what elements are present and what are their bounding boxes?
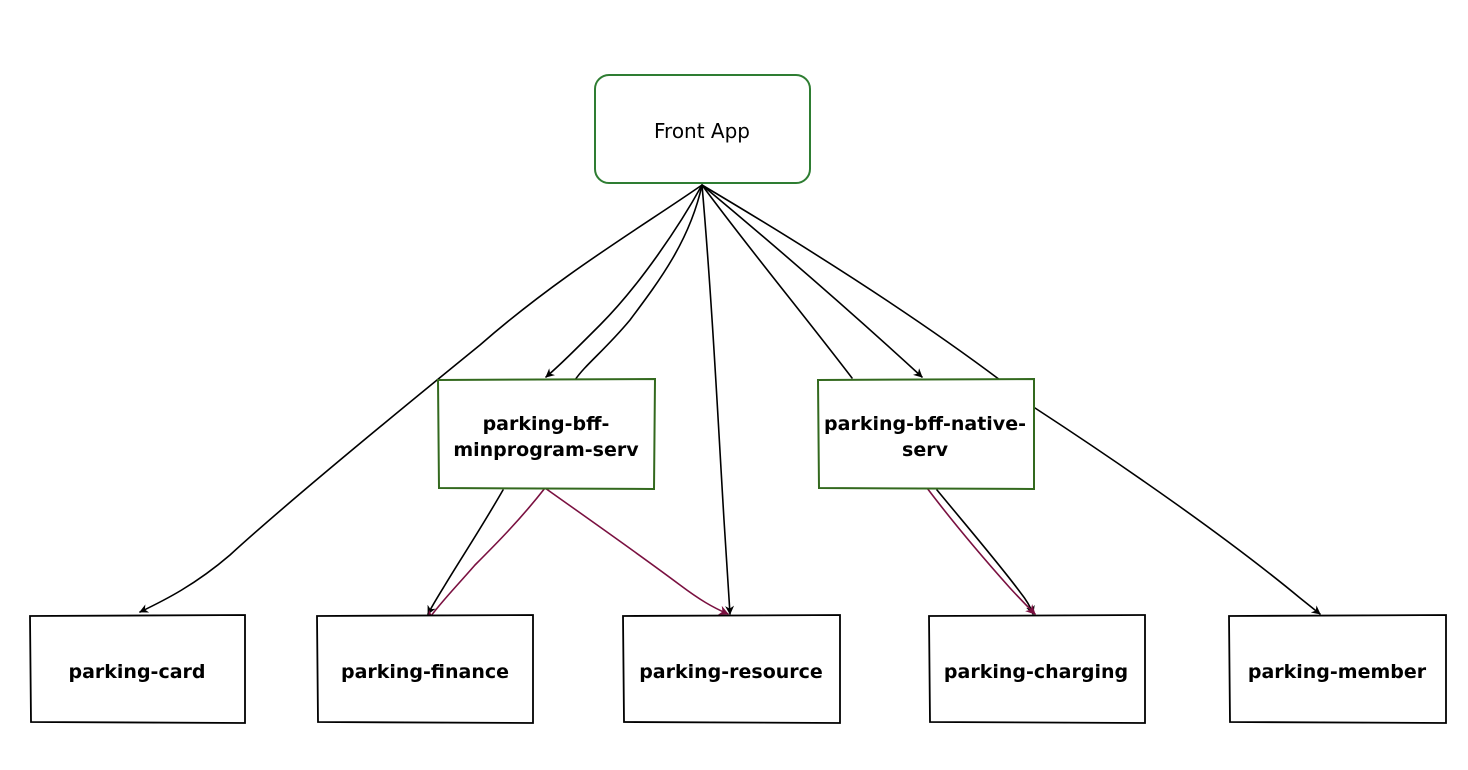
edge-bff-minprogram-to-resource — [544, 487, 729, 615]
parking-finance-node[interactable]: parking-finance — [316, 614, 534, 724]
bff-native-label-line-1: parking-bff-native- — [824, 413, 1026, 435]
bff-native-box — [816, 377, 1035, 491]
edge-front-to-finance-lower — [427, 489, 504, 615]
front-app-box — [594, 74, 811, 184]
edge-front-to-charging — [701, 184, 853, 379]
parking-charging-label: parking-charging — [944, 661, 1128, 683]
parking-member-box — [1228, 614, 1447, 724]
parking-card-box — [29, 614, 246, 724]
front-app-node[interactable]: Front App — [594, 74, 811, 184]
edge-front-to-finance — [574, 184, 703, 381]
bff-minprogram-box — [436, 377, 657, 491]
front-app-label: Front App — [654, 119, 750, 143]
parking-card-node[interactable]: parking-card — [29, 614, 246, 724]
edge-front-to-member-lower — [1034, 407, 1321, 615]
parking-resource-label: parking-resource — [639, 661, 823, 683]
edge-front-to-bff-native — [701, 184, 923, 378]
bff-native-label-line-2: serv — [902, 439, 949, 461]
edge-front-to-bff-minprogram — [545, 184, 703, 378]
parking-resource-box — [622, 614, 841, 724]
parking-member-node[interactable]: parking-member — [1228, 614, 1447, 724]
bff-minprogram-label-line-1: parking-bff- — [483, 413, 610, 435]
parking-member-label: parking-member — [1248, 661, 1427, 683]
edge-bff-minprogram-to-finance — [427, 487, 546, 621]
bff-minprogram-label-line-2: minprogram-serv — [453, 439, 639, 461]
edge-front-to-card — [139, 184, 703, 613]
parking-card-label: parking-card — [68, 661, 205, 683]
edge-front-to-member — [701, 184, 1001, 381]
parking-resource-node[interactable]: parking-resource — [622, 614, 841, 724]
edges — [139, 184, 1321, 621]
bff-minprogram-node[interactable]: parking-bff- minprogram-serv — [436, 377, 657, 491]
edge-front-to-resource — [701, 184, 735, 615]
parking-finance-box — [316, 614, 534, 724]
parking-charging-box — [928, 614, 1146, 724]
parking-charging-node[interactable]: parking-charging — [928, 614, 1146, 724]
edge-bff-native-to-charging — [926, 487, 1036, 615]
parking-finance-label: parking-finance — [341, 661, 509, 683]
bff-native-node[interactable]: parking-bff-native- serv — [816, 377, 1035, 491]
